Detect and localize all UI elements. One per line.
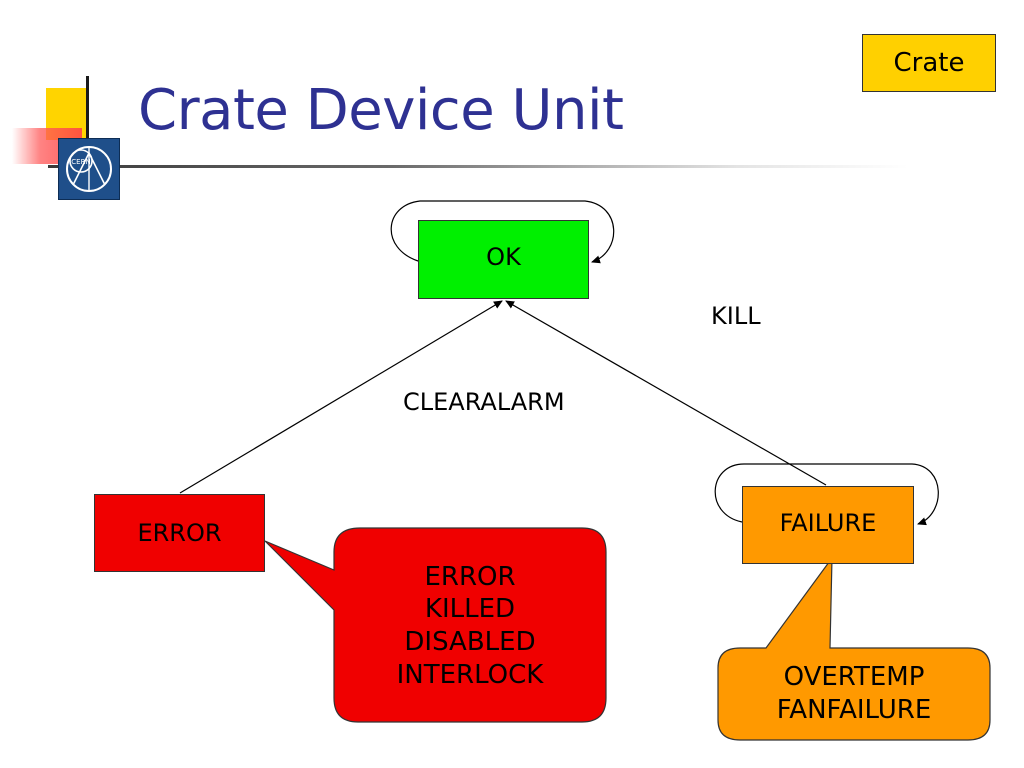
failure-self-loop bbox=[714, 463, 939, 526]
failure-callout-shape bbox=[717, 556, 991, 741]
cern-logo-icon: CERN bbox=[66, 146, 112, 192]
title-underline bbox=[48, 165, 908, 168]
ok-self-loop bbox=[390, 200, 615, 264]
error-substate-disabled: DISABLED bbox=[404, 627, 536, 657]
error-substates-callout: ERROR KILLED DISABLED INTERLOCK bbox=[334, 530, 606, 722]
decor-vertical-line bbox=[86, 76, 89, 172]
arrow-failure-to-ok bbox=[505, 300, 827, 486]
error-substate-error: ERROR bbox=[424, 561, 516, 592]
crate-tag: Crate bbox=[862, 34, 996, 92]
cern-logo: CERN bbox=[58, 138, 120, 200]
state-error: ERROR bbox=[94, 494, 265, 572]
failure-substates-callout: OVERTEMP FANFAILURE bbox=[718, 648, 990, 740]
logo-text: CERN bbox=[71, 158, 90, 166]
transition-label-clearalarm: CLEARALARM bbox=[403, 388, 565, 416]
error-callout-shape bbox=[264, 527, 607, 723]
failure-substate-fanfailure: FANFAILURE bbox=[776, 695, 932, 725]
page-title: Crate Device Unit bbox=[138, 78, 624, 143]
transition-label-kill: KILL bbox=[711, 302, 761, 330]
arrow-error-to-ok bbox=[179, 300, 503, 494]
state-failure: FAILURE bbox=[742, 486, 914, 564]
state-ok: OK bbox=[418, 220, 589, 299]
error-substate-killed: KILLED bbox=[424, 594, 516, 625]
failure-substate-overtemp: OVERTEMP bbox=[783, 662, 925, 693]
error-substate-interlock: INTERLOCK bbox=[396, 659, 544, 690]
